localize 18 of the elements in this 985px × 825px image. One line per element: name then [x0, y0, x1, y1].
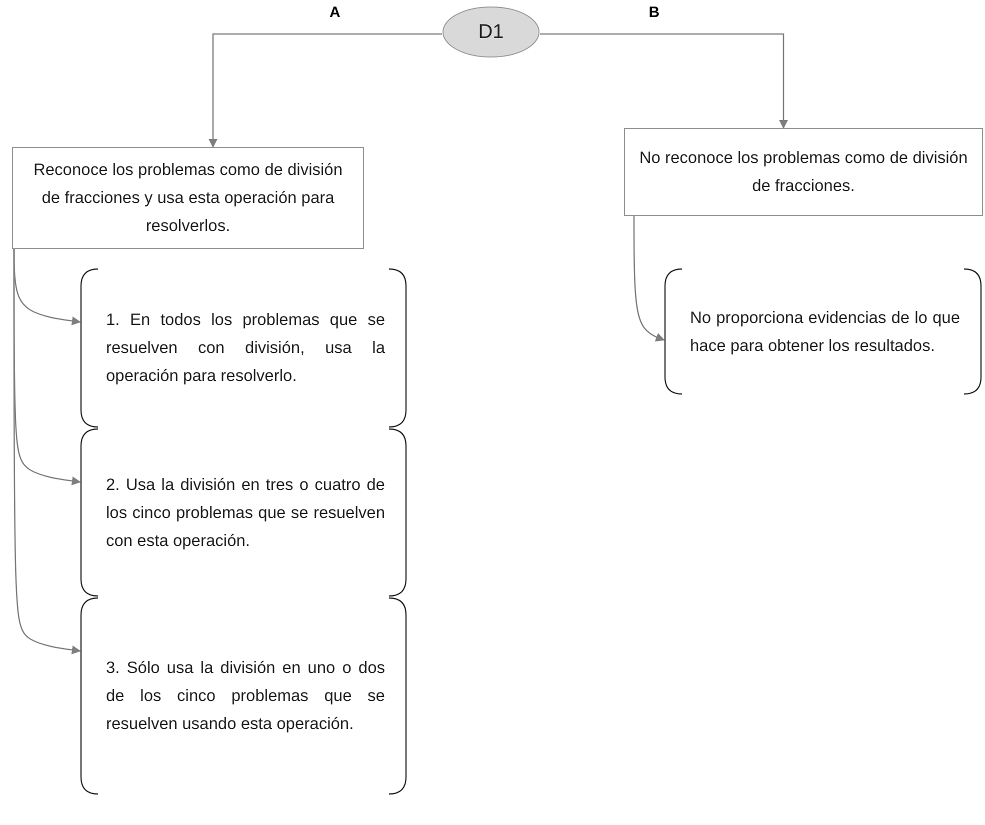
node-text: 2. Usa la división en tres o cuatro de los cinco problemas que se resuelven con esta operación.: [106, 474, 385, 552]
criterion-bracket-box: [80, 428, 407, 597]
node-text: 3. Sólo usa la división en uno o dos de los cinco problemas que se resuelven usando esta operación.: [106, 658, 385, 735]
arrow: [540, 33, 788, 129]
criterion-bracket-box: [80, 268, 407, 428]
category-box: [624, 128, 983, 216]
criterion-bracket-box: [664, 268, 982, 395]
arrow: [208, 33, 442, 148]
arrow: [633, 216, 665, 342]
node-text: D1: [478, 20, 504, 45]
node-text: 1. En todos los problemas que se resuelven con división, usa la operación para resolverlo.: [106, 310, 385, 387]
node-text: No proporciona evidencias de lo que hace para obtener los resultados.: [690, 308, 960, 356]
criterion-bracket-box: [80, 597, 407, 795]
node-text: Reconoce los problemas como de división de fracciones y usa esta operación para resolverlos.: [32, 160, 344, 237]
arrow: [13, 249, 81, 654]
node-text: No reconoce los problemas como de división de fracciones.: [638, 148, 969, 197]
decision-ellipse: [442, 6, 540, 58]
category-box: [12, 147, 364, 249]
